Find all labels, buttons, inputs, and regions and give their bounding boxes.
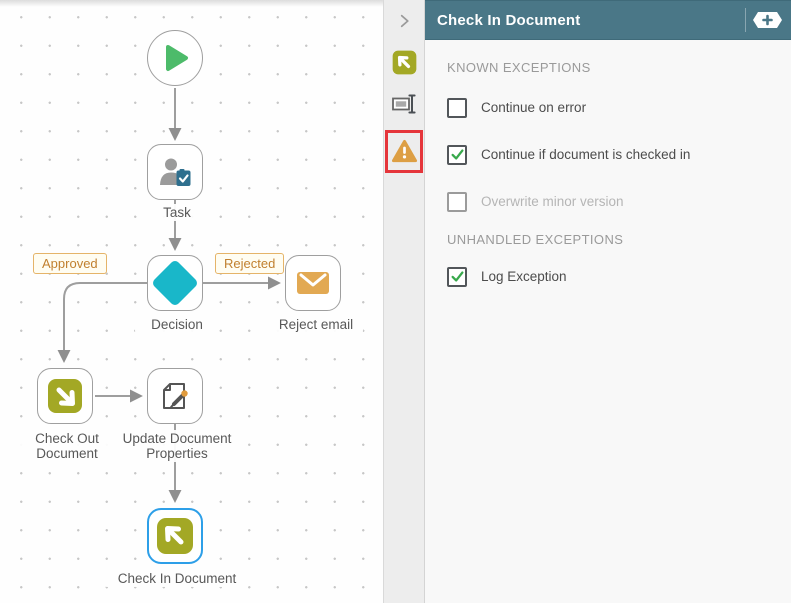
checkbox-log-exception[interactable] bbox=[447, 266, 467, 287]
check-icon bbox=[451, 149, 463, 160]
exceptions-form: KNOWN EXCEPTIONS Continue on error Conti… bbox=[425, 60, 791, 287]
tab-exceptions[interactable] bbox=[391, 138, 418, 165]
checkbox-continue-on-error[interactable] bbox=[447, 97, 467, 118]
decision-label: Decision bbox=[135, 316, 219, 333]
reject-email-node[interactable] bbox=[285, 255, 341, 311]
collapse-panel-button[interactable] bbox=[384, 10, 424, 32]
branch-label-approved[interactable]: Approved bbox=[33, 253, 107, 274]
checkbox-label: Overwrite minor version bbox=[481, 194, 624, 209]
checkbox-overwrite-minor-version[interactable] bbox=[447, 191, 467, 212]
diamond-icon bbox=[150, 258, 200, 308]
check-in-step-icon bbox=[392, 50, 416, 74]
check-icon bbox=[451, 271, 463, 282]
panel-title: Check In Document bbox=[437, 11, 581, 29]
checkbox-row-log-exception: Log Exception bbox=[447, 266, 777, 287]
chevron-right-icon bbox=[400, 14, 409, 28]
add-badge-icon[interactable] bbox=[752, 11, 783, 29]
warning-icon bbox=[391, 139, 417, 163]
envelope-icon bbox=[297, 272, 329, 294]
checkbox-label: Log Exception bbox=[481, 269, 567, 284]
check-out-document-node[interactable] bbox=[37, 368, 93, 424]
check-in-icon bbox=[157, 518, 193, 554]
checkbox-row-continue-on-error: Continue on error bbox=[447, 97, 777, 118]
tab-exceptions-highlight bbox=[385, 130, 423, 173]
workflow-canvas[interactable]: Task Decision Approved Rejected Reject e… bbox=[0, 0, 383, 603]
header-divider bbox=[745, 8, 746, 32]
task-node[interactable] bbox=[147, 144, 203, 200]
document-edit-icon bbox=[163, 383, 188, 409]
check-in-document-label: Check In Document bbox=[105, 570, 249, 587]
tab-fields[interactable] bbox=[384, 91, 424, 117]
update-document-properties-node[interactable] bbox=[147, 368, 203, 424]
panel-header: Check In Document bbox=[425, 0, 791, 40]
properties-icon-strip bbox=[383, 0, 425, 603]
decision-node[interactable] bbox=[147, 255, 203, 311]
checkbox-continue-if-checked-in[interactable] bbox=[447, 144, 467, 165]
checkbox-label: Continue on error bbox=[481, 100, 587, 115]
check-out-document-label: Check Out Document bbox=[18, 430, 116, 462]
check-in-document-node[interactable] bbox=[147, 508, 203, 564]
check-out-icon bbox=[48, 379, 82, 413]
text-field-icon bbox=[392, 94, 416, 114]
tab-step-properties[interactable] bbox=[384, 49, 424, 75]
branch-label-rejected[interactable]: Rejected bbox=[215, 253, 285, 274]
user-task-icon bbox=[160, 158, 191, 186]
checkbox-row-overwrite-minor-version: Overwrite minor version bbox=[447, 191, 777, 212]
task-label: Task bbox=[145, 204, 209, 221]
section-title-known-exceptions: KNOWN EXCEPTIONS bbox=[447, 60, 591, 75]
section-title-unhandled-exceptions: UNHANDLED EXCEPTIONS bbox=[447, 232, 624, 247]
start-node[interactable] bbox=[147, 30, 203, 86]
connector-decision-checkout bbox=[57, 282, 147, 363]
checkbox-row-continue-if-checked-in: Continue if document is checked in bbox=[447, 144, 777, 165]
play-icon bbox=[166, 45, 188, 71]
properties-panel: Check In Document KNOWN EXCEPTIONS Conti… bbox=[425, 0, 791, 603]
update-document-properties-label: Update Document Properties bbox=[113, 430, 241, 462]
reject-email-label: Reject email bbox=[269, 316, 363, 333]
checkbox-label: Continue if document is checked in bbox=[481, 147, 691, 162]
